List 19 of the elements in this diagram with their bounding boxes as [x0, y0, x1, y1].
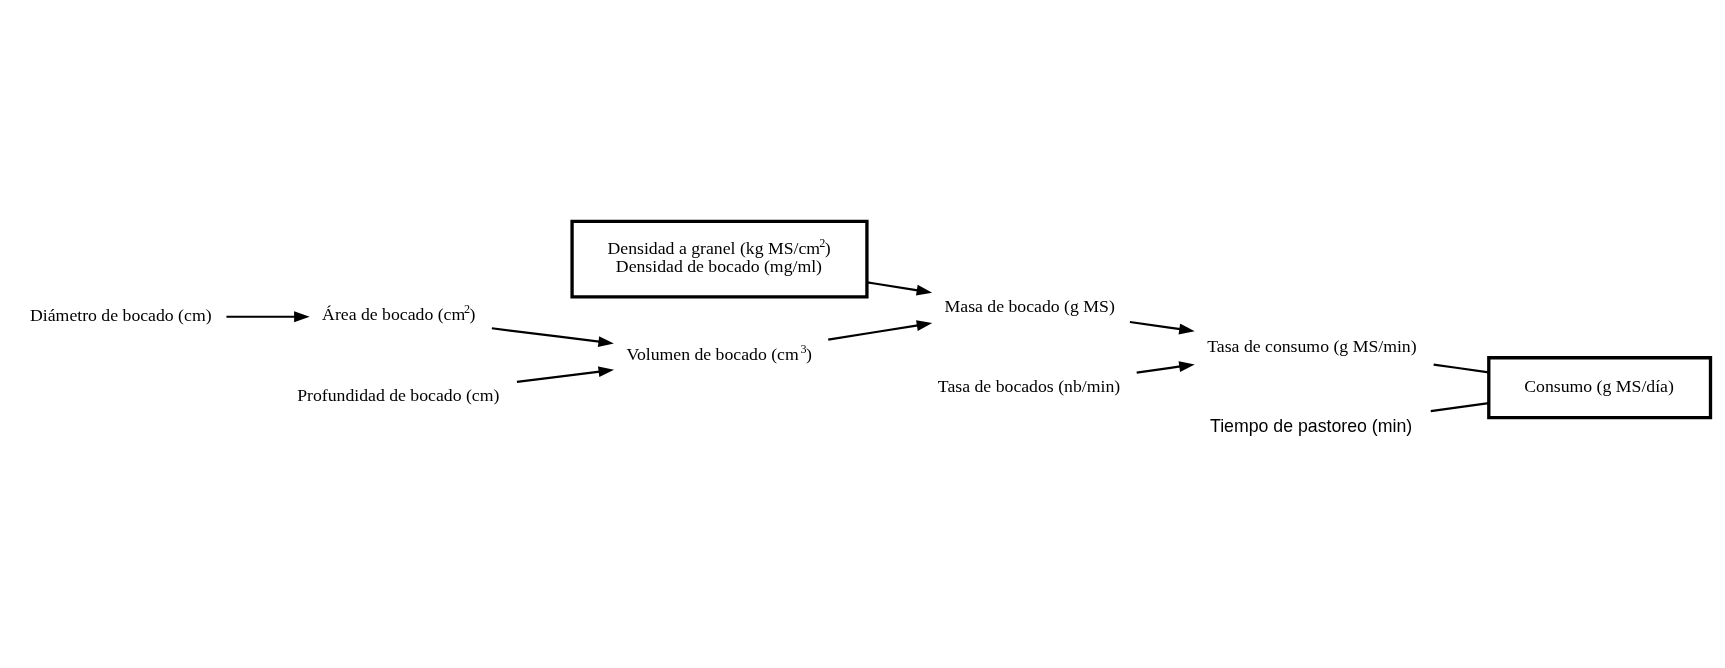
node-text: Profundidad de bocado (cm): [297, 384, 500, 405]
node-text: Área de bocado (cm$^{2}$): [322, 301, 476, 324]
arrow: [1129, 320, 1195, 334]
node-text: Masa de bocado (g MS): [944, 295, 1115, 316]
arrow: [491, 326, 614, 347]
node-text: Tasa de consumo (g MS/min): [1207, 335, 1417, 356]
node-text: Tiempo de pastoreo (min): [1210, 415, 1413, 436]
node-text: Diámetro de bocado (cm): [30, 304, 212, 325]
arrow: [1136, 360, 1195, 374]
node-box: Densidad a granel (kg MS/cm$^{2}$) Densidad de bocado (mg/ml): [570, 219, 869, 298]
node-text: Volumen de bocado (cm$^{3}$): [626, 341, 812, 364]
arrow: [516, 365, 615, 383]
connector: [1430, 401, 1489, 412]
node-text: Tasa de bocados (nb/min): [937, 375, 1121, 396]
arrow: [867, 280, 933, 296]
connector: [1433, 363, 1489, 373]
arrow: [226, 310, 310, 322]
node-box: Consumo (g MS/día): [1487, 355, 1713, 419]
arrow: [828, 319, 933, 341]
